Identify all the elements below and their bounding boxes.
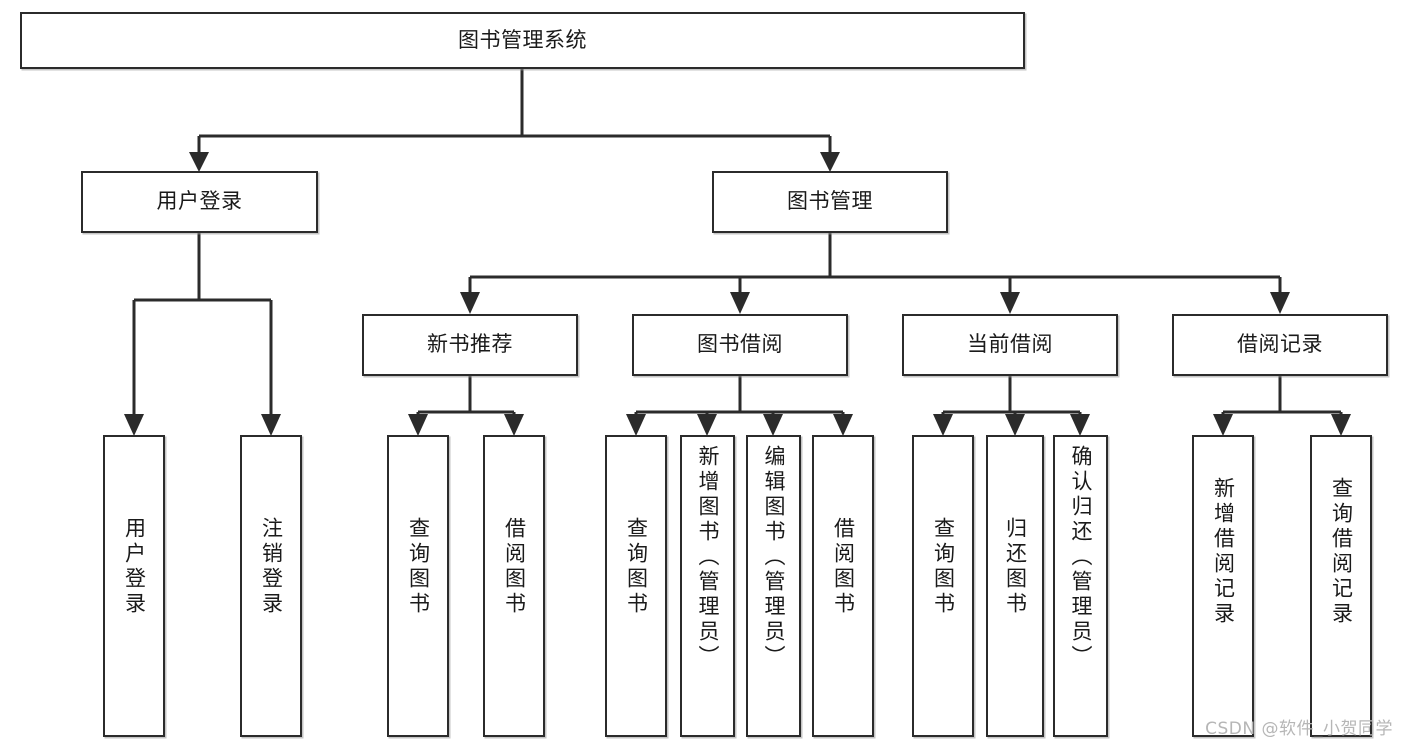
leaf-confirm-return[interactable]: 确认归还（管理员） — [1053, 435, 1108, 737]
leaf-edit-book-label: 编辑图书（管理员） — [762, 445, 786, 670]
leaf-query-book-new-label: 查询图书 — [406, 517, 431, 617]
leaf-borrow-book-new[interactable]: 借阅图书 — [483, 435, 545, 737]
leaf-return-book-label: 归还图书 — [1003, 517, 1028, 617]
leaf-query-borrow-record[interactable]: 查询借阅记录 — [1310, 435, 1372, 737]
leaf-user-logout[interactable]: 注销登录 — [240, 435, 302, 737]
node-book-borrow-label: 图书借阅 — [697, 332, 783, 357]
node-user-login[interactable]: 用户登录 — [81, 171, 318, 233]
leaf-add-book-label: 新增图书（管理员） — [696, 445, 720, 670]
leaf-query-book-borrow-label: 查询图书 — [624, 517, 649, 617]
node-book-manage[interactable]: 图书管理 — [712, 171, 948, 233]
node-current-borrow[interactable]: 当前借阅 — [902, 314, 1118, 376]
leaf-user-login[interactable]: 用户登录 — [103, 435, 165, 737]
node-new-book-recommend-label: 新书推荐 — [427, 332, 513, 357]
leaf-user-logout-label: 注销登录 — [259, 517, 284, 617]
node-user-login-label: 用户登录 — [156, 189, 243, 214]
leaf-user-login-label: 用户登录 — [122, 517, 147, 617]
leaf-query-book-borrow[interactable]: 查询图书 — [605, 435, 667, 737]
node-borrow-record[interactable]: 借阅记录 — [1172, 314, 1388, 376]
node-root[interactable]: 图书管理系统 — [20, 12, 1025, 69]
leaf-return-book[interactable]: 归还图书 — [986, 435, 1044, 737]
node-borrow-record-label: 借阅记录 — [1237, 332, 1323, 357]
leaf-confirm-return-label: 确认归还（管理员） — [1069, 445, 1093, 670]
leaf-query-book-current[interactable]: 查询图书 — [912, 435, 974, 737]
leaf-add-borrow-record-label: 新增借阅记录 — [1211, 477, 1236, 627]
leaf-query-book-current-label: 查询图书 — [931, 517, 956, 617]
leaf-edit-book[interactable]: 编辑图书（管理员） — [746, 435, 801, 737]
leaf-borrow-book-borrow[interactable]: 借阅图书 — [812, 435, 874, 737]
leaf-query-borrow-record-label: 查询借阅记录 — [1329, 477, 1354, 627]
leaf-add-borrow-record[interactable]: 新增借阅记录 — [1192, 435, 1254, 737]
leaf-add-book[interactable]: 新增图书（管理员） — [680, 435, 735, 737]
leaf-query-book-new[interactable]: 查询图书 — [387, 435, 449, 737]
leaf-borrow-book-borrow-label: 借阅图书 — [831, 517, 856, 617]
watermark-text: CSDN @软件_小贺同学 — [1205, 719, 1393, 739]
node-book-borrow[interactable]: 图书借阅 — [632, 314, 848, 376]
leaf-borrow-book-new-label: 借阅图书 — [502, 517, 527, 617]
node-root-label: 图书管理系统 — [458, 27, 587, 52]
node-new-book-recommend[interactable]: 新书推荐 — [362, 314, 578, 376]
node-current-borrow-label: 当前借阅 — [967, 332, 1053, 357]
node-book-manage-label: 图书管理 — [787, 189, 873, 214]
